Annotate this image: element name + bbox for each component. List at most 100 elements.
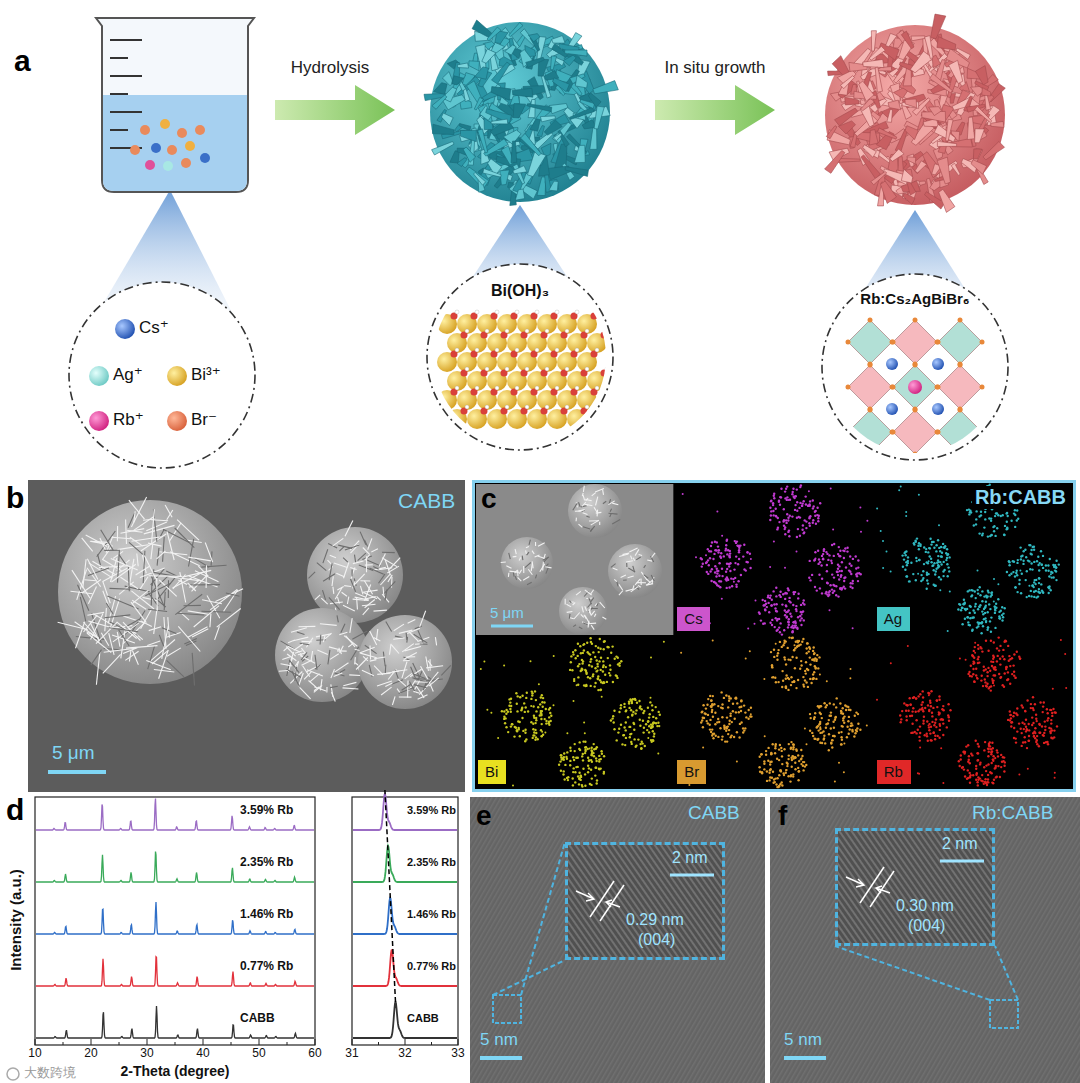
flake	[907, 182, 916, 195]
nanosheet	[382, 558, 397, 567]
nanosheet	[611, 564, 616, 568]
eds-dot	[750, 558, 752, 560]
eds-dot	[767, 594, 769, 596]
eds-dot	[850, 582, 852, 584]
nanosheet	[583, 486, 585, 492]
flake	[975, 129, 985, 143]
eds-dot	[771, 619, 773, 621]
eds-dot	[787, 626, 789, 628]
eds-dot	[764, 609, 766, 611]
nanosheet	[90, 541, 108, 542]
nanosheet	[595, 603, 598, 606]
nanosheet	[602, 617, 606, 619]
nanosheet	[428, 661, 432, 667]
eds-dot	[817, 517, 819, 519]
eds-dot	[710, 545, 712, 547]
h-atom	[545, 329, 549, 333]
eds-dot	[773, 514, 775, 516]
eds-dot	[808, 522, 810, 524]
nanosheet	[379, 574, 386, 583]
nanosheet	[154, 609, 157, 634]
br-atom	[846, 430, 851, 435]
nanosheet	[343, 558, 348, 563]
nanosheet	[311, 651, 313, 661]
h-atom	[565, 367, 569, 371]
nanosheet	[279, 670, 288, 672]
eds-dot	[857, 559, 859, 561]
eds-dot	[779, 504, 781, 506]
nanosheet	[636, 557, 641, 560]
plot-frame	[35, 797, 315, 1045]
eds-dot	[726, 553, 728, 555]
nanosheet	[421, 666, 428, 679]
eds-dot	[819, 587, 821, 589]
nanosheet	[583, 623, 588, 626]
flake	[553, 133, 562, 140]
eds-dot	[990, 520, 992, 522]
flake	[588, 93, 601, 108]
eds-dot	[778, 618, 780, 620]
flake	[890, 149, 904, 161]
graduation	[110, 111, 142, 113]
eds-dot	[814, 511, 816, 513]
flake	[526, 57, 545, 67]
flake	[434, 83, 448, 95]
eds-dot	[775, 595, 777, 597]
eds-dot	[719, 586, 721, 588]
eds-dot	[995, 512, 997, 514]
flake	[433, 124, 455, 134]
flake	[563, 55, 576, 66]
h-atom	[555, 386, 559, 390]
nanosheet	[581, 614, 584, 617]
br-atom	[913, 363, 918, 368]
nanosheet	[323, 636, 325, 642]
nanosheet	[532, 551, 534, 554]
eds-dot	[745, 561, 747, 563]
eds-dot	[831, 573, 833, 575]
eds-dot	[830, 488, 832, 490]
eds-dot	[859, 507, 861, 509]
nanosheet	[352, 570, 353, 577]
nanosheet	[544, 554, 546, 559]
eds-dot	[749, 567, 751, 569]
nanosheet	[420, 643, 428, 644]
eds-dot	[846, 547, 848, 549]
ion-label: Cs⁺	[139, 318, 169, 338]
flake	[930, 74, 953, 93]
nanosheet	[151, 544, 153, 559]
nanosheet	[177, 613, 204, 615]
nanosheet	[299, 626, 316, 627]
eds-dot	[708, 564, 710, 566]
axis-tick	[63, 1042, 64, 1045]
eds-dot	[786, 485, 788, 487]
nanosheet	[635, 579, 640, 585]
flake	[527, 152, 546, 177]
sphere-core	[430, 22, 610, 202]
nanosheet	[132, 537, 162, 542]
eds-dot	[813, 559, 815, 561]
nanosheet	[569, 601, 571, 603]
nanosheet	[594, 614, 596, 617]
nanosheet	[420, 611, 426, 627]
nanosheet	[525, 550, 527, 554]
eds-dot	[780, 596, 782, 598]
nanosheet	[226, 593, 240, 596]
nanosheet	[335, 673, 345, 676]
nanosheet	[104, 550, 120, 551]
eds-dot	[792, 604, 794, 606]
nanosheet	[585, 504, 592, 506]
flake	[887, 110, 893, 123]
o-atom	[601, 370, 608, 377]
ion-label: Ag⁺	[113, 365, 143, 385]
eds-dot	[738, 551, 740, 553]
flake	[946, 119, 954, 141]
sem-sphere	[608, 544, 662, 598]
ion-dot	[140, 125, 150, 135]
scale-bar	[784, 1056, 826, 1060]
nanosheet	[106, 603, 113, 614]
eds-dot	[755, 600, 757, 602]
axis-tick	[315, 1039, 316, 1045]
nanosheet	[406, 637, 408, 643]
h-atom	[585, 329, 589, 333]
eds-dot	[737, 563, 739, 565]
